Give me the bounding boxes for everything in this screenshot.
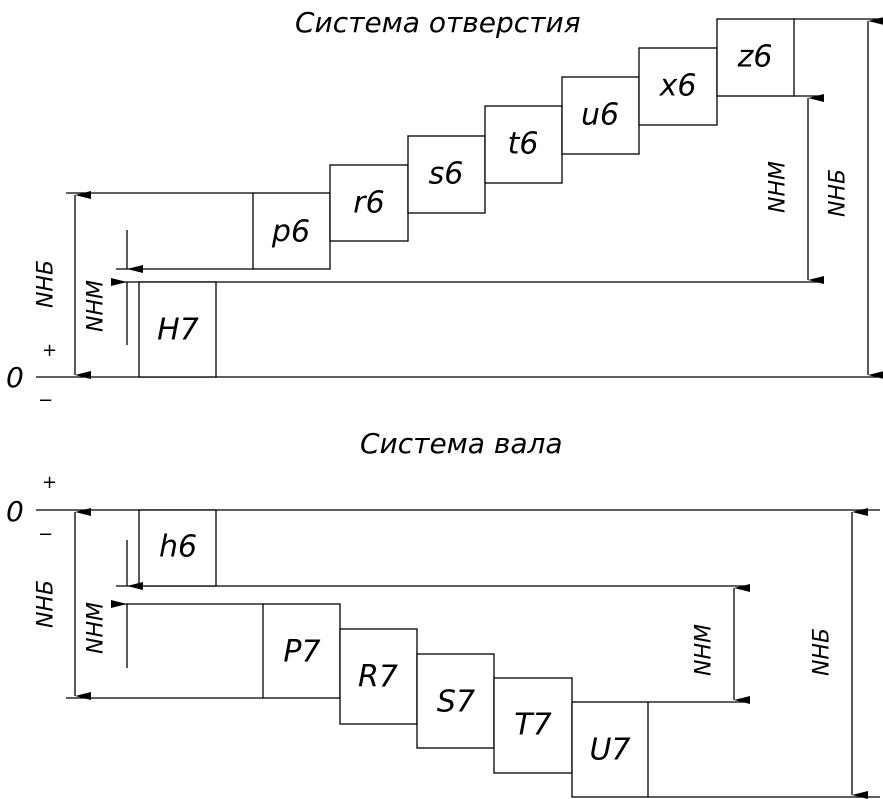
hole-field-P7-label: P7 (283, 635, 320, 670)
hole-minus-sign: − (38, 390, 53, 411)
shaft-field-z6-label: z6 (737, 40, 773, 75)
shaft-field-z6 (716, 18, 795, 97)
shaft-field-h6-label: h6 (159, 530, 197, 565)
shaft-minus-sign: − (38, 524, 53, 545)
shaft-field-x6 (638, 47, 718, 126)
hole-field-H7 (138, 281, 217, 378)
shaft-field-u6 (561, 76, 640, 155)
hole-zero-label: 0 (6, 361, 24, 394)
shaft-field-h6 (138, 509, 217, 587)
shaft-dim-left-outer-label: NНБ (34, 580, 59, 628)
shaft-system-diagram: Система вала 0 + − h6 P7 R7 S7 T7 U7 NНБ (6, 427, 880, 799)
hole-dim-right-outer-label: NНБ (826, 169, 851, 217)
hole-field-U7 (571, 701, 649, 798)
hole-field-S7-label: S7 (437, 685, 475, 720)
shaft-system-title: Система вала (360, 427, 563, 460)
hole-field-R7 (339, 628, 418, 725)
hole-field-U7-label: U7 (589, 733, 630, 768)
shaft-field-r6-label: r6 (353, 186, 384, 221)
shaft-field-s6 (407, 135, 486, 214)
hole-field-T7-label: T7 (514, 708, 551, 743)
shaft-field-u6-label: u6 (581, 98, 619, 133)
hole-field-H7-label: H7 (157, 313, 199, 348)
hole-plus-sign: + (42, 340, 57, 361)
hole-system-diagram: Система отверстия 0 + − H7 p6 r6 s6 t6 u… (6, 6, 883, 411)
shaft-dim-left-inner-label: NНМ (84, 602, 109, 654)
shaft-field-x6-label: x6 (659, 69, 697, 104)
hole-dim-right-inner-label: NНМ (766, 161, 791, 213)
hole-field-P7 (262, 603, 341, 699)
hole-dim-left-outer-label: NНБ (34, 260, 59, 308)
shaft-dim-right-outer-label: NНБ (810, 628, 835, 676)
hole-system-title: Система отверстия (295, 6, 581, 39)
shaft-field-s6-label: s6 (429, 157, 464, 192)
hole-dim-left-inner-label: NНМ (84, 280, 109, 332)
shaft-field-t6-label: t6 (508, 127, 539, 162)
hole-field-R7-label: R7 (358, 660, 398, 695)
shaft-dim-right-inner-label: NНМ (692, 624, 717, 676)
shaft-plus-sign: + (42, 472, 57, 493)
shaft-field-t6 (484, 105, 563, 184)
shaft-zero-label: 0 (6, 495, 24, 528)
shaft-field-p6-label: p6 (271, 215, 310, 250)
